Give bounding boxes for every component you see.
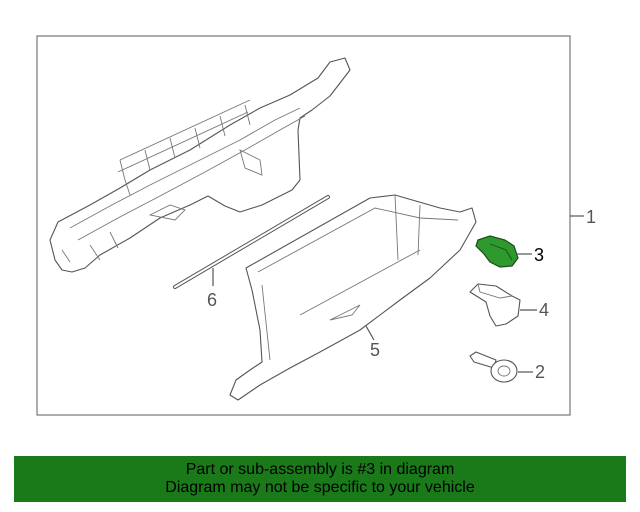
info-banner: Part or sub-assembly is #3 in diagram Di… (14, 456, 626, 502)
rod-part-6 (173, 195, 330, 289)
callout-label-4: 4 (539, 300, 549, 320)
callout-label-6: 6 (207, 290, 217, 310)
glove-box-door-part-5 (229, 194, 477, 401)
glove-box-housing (49, 57, 351, 273)
callout-label-2: 2 (535, 362, 545, 382)
diagram-frame (36, 35, 571, 416)
screw-part-2 (469, 351, 518, 383)
callout-label-3: 3 (534, 245, 544, 265)
callout-line-5 (365, 325, 375, 341)
parts-diagram: 1 2 3 4 5 6 (36, 35, 596, 416)
highlighted-part-3 (475, 235, 519, 268)
banner-line-disclaimer: Diagram may not be specific to your vehi… (165, 479, 475, 496)
clip-part-4 (469, 283, 521, 327)
callout-label-1: 1 (586, 207, 596, 227)
callout-label-5: 5 (370, 340, 380, 360)
banner-line-part: Part or sub-assembly is #3 in diagram (185, 461, 455, 478)
